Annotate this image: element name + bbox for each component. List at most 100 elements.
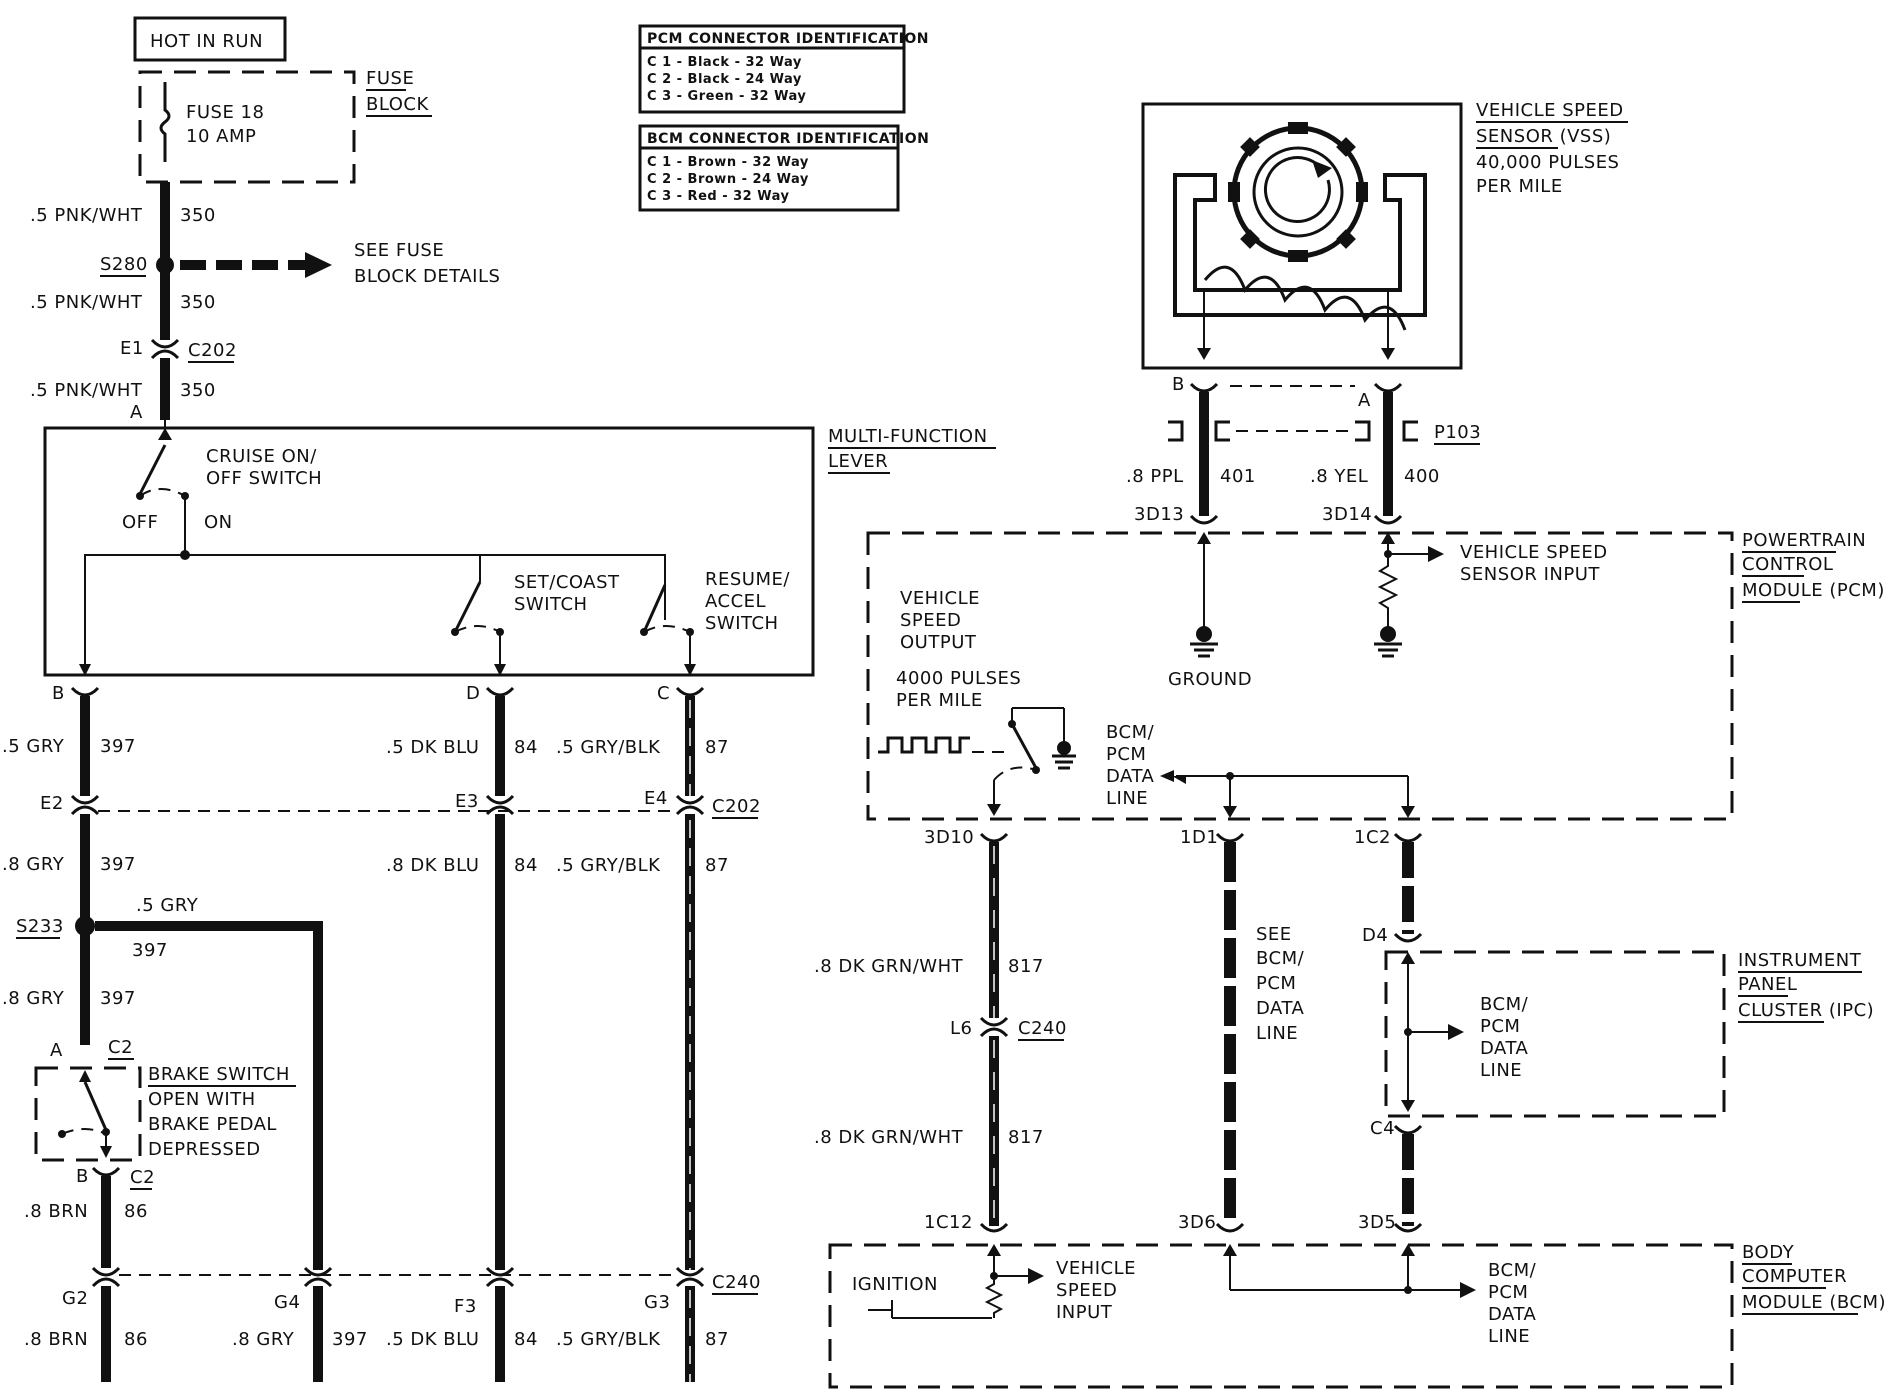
- label-left-d: D: [466, 683, 480, 704]
- pcm-output-switch-arm: [1010, 723, 1038, 769]
- label-right-bcmpcm-3: DATA: [1488, 1304, 1537, 1325]
- label-right-d6: 3D6: [1178, 1212, 1216, 1233]
- label-right-c4: C4: [1370, 1118, 1395, 1139]
- label-left-brn8: .8 BRN: [24, 1329, 88, 1350]
- label-left-off: OFF: [122, 512, 158, 533]
- vss-box: [1141, 102, 1463, 370]
- label-left-brake-4: DEPRESSED: [148, 1139, 261, 1160]
- label-right-vssin-1: VEHICLE SPEED: [1460, 542, 1608, 563]
- label-right-d10: 3D10: [924, 827, 974, 848]
- label-left-b: B: [76, 1166, 89, 1187]
- label-pcm-conn-lines-0: C 1 - Black - 32 Way: [647, 55, 802, 70]
- label-right-yel: .8 YEL: [1310, 466, 1368, 487]
- label-left-resume-3: SWITCH: [705, 613, 779, 634]
- label-left-gryblk8: .5 GRY/BLK: [556, 855, 661, 876]
- label-right-vss-1: VEHICLE SPEED: [1476, 100, 1624, 121]
- label-left-c397: 397: [132, 940, 168, 961]
- label-right-bcmpcm-4: LINE: [1106, 788, 1148, 809]
- vss-coil: [1203, 265, 1407, 331]
- label-left-e2: E2: [40, 793, 64, 814]
- label-left-setcoast-1: SET/COAST: [514, 572, 620, 593]
- label-left-c86: 86: [124, 1329, 148, 1350]
- fuse-block-box: [138, 70, 356, 184]
- fuse-block-label-2: BLOCK: [366, 94, 429, 115]
- multi-function-lever-box: [43, 426, 815, 677]
- label-right-bcmpcm-2: PCM: [1106, 744, 1146, 765]
- label-right-dkgrn: .8 DK GRN/WHT: [814, 1127, 964, 1148]
- label-left-mfl-2: LEVER: [828, 451, 888, 472]
- pcm-connector-id-box: PCM CONNECTOR IDENTIFICATION C 1 - Black…: [638, 24, 928, 114]
- label-right-vssin-2: SENSOR INPUT: [1460, 564, 1600, 585]
- resume-accel-switch-arm: [642, 584, 667, 633]
- label-right-vss-3: 40,000 PULSES: [1476, 152, 1620, 173]
- label-right-b: B: [1172, 374, 1185, 395]
- label-left-c2: C2: [108, 1037, 133, 1058]
- label-left-pnk-wht: .5 PNK/WHT: [30, 292, 143, 313]
- label-left-resume-2: ACCEL: [705, 591, 766, 612]
- label-right-bcmpcm-1: BCM/: [1256, 948, 1305, 969]
- see-fuse-arrow-icon: [305, 252, 332, 278]
- label-left-gryblk5: .5 GRY/BLK: [556, 1329, 661, 1350]
- label-left-gry8: .8 GRY: [232, 1329, 295, 1350]
- label-pcm-conn-lines-1: C 2 - Black - 24 Way: [647, 72, 802, 87]
- label-right-c240: C240: [1018, 1018, 1067, 1039]
- label-left-gry5: .5 GRY: [2, 736, 65, 757]
- label-right-pcm-2: CONTROL: [1742, 554, 1833, 575]
- label-right-pulses-1: 4000 PULSES: [896, 668, 1021, 689]
- brake-switch-box: [34, 1066, 142, 1162]
- set-coast-switch-arm: [453, 581, 482, 633]
- label-left-c397: 397: [100, 736, 136, 757]
- ground-symbol-icon: [1190, 626, 1218, 658]
- label-right-bcm-3: MODULE (BCM): [1742, 1292, 1886, 1313]
- label-left-c202: C202: [712, 796, 761, 817]
- label-right-c12: 1C12: [924, 1212, 973, 1233]
- label-right-d13: 3D13: [1134, 504, 1184, 525]
- label-left-on: ON: [204, 512, 233, 533]
- label-right-bcmpcm-4: LINE: [1256, 1023, 1298, 1044]
- label-left-pnk-wht: .5 PNK/WHT: [30, 205, 143, 226]
- pcm-box: [866, 531, 1734, 821]
- label-left-brn8: .8 BRN: [24, 1201, 88, 1222]
- label-bcm-conn-lines-2: C 3 - Red - 32 Way: [647, 189, 790, 204]
- label-left-e3: E3: [455, 791, 479, 812]
- splice-s233: [75, 916, 95, 936]
- label-right-vsi-1: VEHICLE: [1056, 1258, 1136, 1279]
- label-left-c87: 87: [705, 855, 729, 876]
- hot-in-run-box: [133, 16, 287, 62]
- label-left-pnk-wht: .5 PNK/WHT: [30, 380, 143, 401]
- label-left-c86: 86: [124, 1201, 148, 1222]
- fuse-name: FUSE 18: [186, 102, 264, 123]
- label-right-bcmpcm-1: BCM/: [1480, 994, 1529, 1015]
- label-left-setcoast-2: SWITCH: [514, 594, 588, 615]
- label-right-c817: 817: [1008, 1127, 1044, 1148]
- label-right-l6: L6: [950, 1018, 972, 1039]
- label-right-bcmpcm-2: PCM: [1480, 1016, 1520, 1037]
- label-left-brake-1: BRAKE SWITCH: [148, 1064, 290, 1085]
- label-left-see-fuse-1: SEE FUSE: [354, 240, 444, 261]
- label-right-vso-2: SPEED: [900, 610, 961, 631]
- label-right-pulses-2: PER MILE: [896, 690, 983, 711]
- label-right-ppl: .8 PPL: [1126, 466, 1184, 487]
- label-left-c397: 397: [100, 854, 136, 875]
- label-left-c350: 350: [180, 380, 216, 401]
- label-right-bcm-2: COMPUTER: [1742, 1266, 1847, 1287]
- label-left-mfl-1: MULTI-FUNCTION: [828, 426, 988, 447]
- label-left-c350: 350: [180, 205, 216, 226]
- label-right-dkgrn: .8 DK GRN/WHT: [814, 956, 964, 977]
- hot-in-run-label: HOT IN RUN: [150, 31, 263, 52]
- label-right-bcmpcm-2: PCM: [1488, 1282, 1528, 1303]
- fuse-rating: 10 AMP: [186, 126, 256, 147]
- label-left-a: A: [130, 402, 143, 423]
- fuse-block-label-1: FUSE: [366, 68, 414, 89]
- square-wave-icon: [878, 736, 970, 754]
- label-right-bcmpcm-3: DATA: [1480, 1038, 1529, 1059]
- label-left-c2: C2: [130, 1167, 155, 1188]
- vss-gear-icon: [1228, 122, 1368, 262]
- label-left-cruise-1: CRUISE ON/: [206, 446, 317, 467]
- brake-switch-arm: [83, 1081, 108, 1131]
- ground-symbol-icon: [1052, 741, 1076, 770]
- bcm-connector-id-box: BCM CONNECTOR IDENTIFICATION C 1 - Brown…: [638, 124, 929, 212]
- ipc-box: [1384, 950, 1726, 1118]
- label-left-a: A: [50, 1040, 63, 1061]
- label-left-c397: 397: [100, 988, 136, 1009]
